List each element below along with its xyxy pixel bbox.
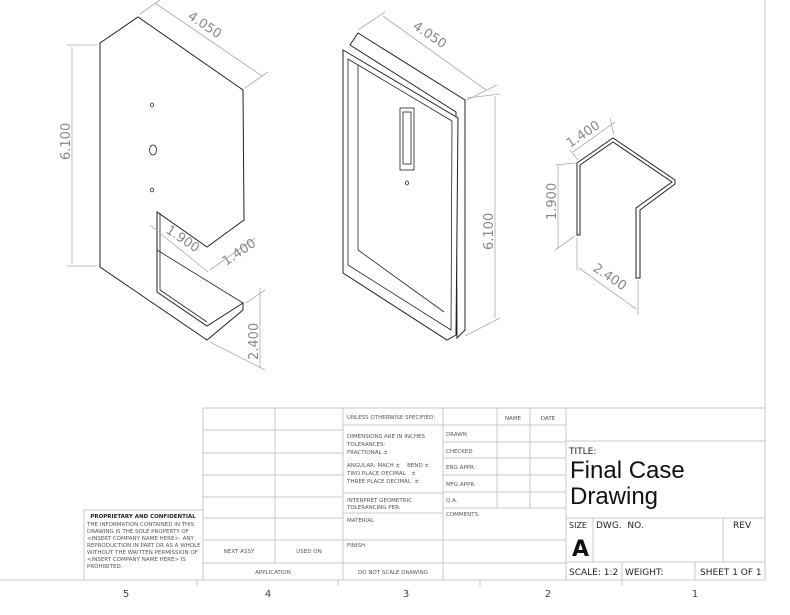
proprietary-line: <INSERT COMPANY NAME HERE>. ANY: [87, 536, 194, 542]
note-line: TWO PLACE DECIMAL ±: [346, 471, 416, 477]
title-label: TITLE:: [568, 447, 596, 457]
finish-label: FINISH: [347, 543, 365, 549]
dim-notch-depth: 1.400: [220, 236, 259, 269]
next-assy-label: NEXT ASSY: [224, 549, 255, 555]
weight-label: WEIGHT:: [625, 568, 664, 578]
title-block: UNLESS OTHERWISE SPECIFIED: DIMENSIONS A…: [83, 407, 766, 581]
role-mfg-appr: MFG APPR.: [446, 482, 476, 488]
proprietary-line: THE INFORMATION CONTAINED IN THIS: [86, 522, 195, 528]
proprietary-line: REPRODUCTION IN PART OR AS A WHOLE: [87, 543, 201, 549]
zone-markers: 5 4 3 2 1: [123, 580, 698, 600]
proprietary-line: <INSERT COMPANY NAME HERE> IS: [87, 557, 186, 563]
role-checked: CHECKED: [446, 449, 473, 455]
zone-3: 3: [403, 589, 409, 600]
dim-height: 6.100: [482, 213, 497, 250]
dim-flange: 2.400: [247, 323, 262, 360]
view-case-frame: 4.050 6.100: [342, 11, 501, 341]
note-line: ANGULAR: MACH ± BEND ±: [347, 463, 429, 469]
size-value: A: [572, 537, 589, 562]
interpret-line: TOLERANCING PER:: [346, 505, 401, 511]
zone-1: 1: [692, 589, 698, 600]
material-label: MATERIAL: [347, 518, 375, 524]
zone-2: 2: [545, 589, 551, 600]
note-line: FRACTIONAL ±: [347, 450, 388, 456]
view-back-plate: 6.100 4.050 1.900 1.400 2.400: [59, 0, 269, 371]
used-on-label: USED ON: [296, 549, 321, 555]
dim-width: 4.050: [410, 19, 449, 52]
dim-height: 1.900: [545, 183, 560, 220]
proprietary-line: WITHOUT THE WRITTEN PERMISSION OF: [87, 550, 198, 556]
scale-value: SCALE: 1:2: [569, 568, 618, 578]
note-line: THREE PLACE DECIMAL ±: [346, 479, 419, 485]
name-header: NAME: [505, 416, 522, 422]
role-drawn: DRAWN: [446, 432, 467, 438]
sheet-number: SHEET 1 OF 1: [700, 568, 762, 578]
proprietary-line: PROHIBITED.: [87, 564, 123, 570]
date-header: DATE: [541, 416, 556, 422]
note-line: TOLERANCES:: [346, 442, 386, 448]
zone-4: 4: [265, 589, 271, 600]
size-label: SIZE: [569, 521, 587, 530]
interpret-line: INTERPRET GEOMETRIC: [347, 498, 412, 504]
zone-5: 5: [123, 589, 129, 600]
role-eng-appr: ENG APPR.: [446, 465, 476, 471]
proprietary-line: DRAWING IS THE SOLE PROPERTY OF: [87, 529, 189, 535]
view-bracket: 1.400 1.900 2.400: [545, 117, 676, 315]
proprietary-title: PROPRIETARY AND CONFIDENTIAL: [90, 514, 196, 520]
dim-leg-b: 2.400: [590, 261, 629, 294]
note-line: DIMENSIONS ARE IN INCHES: [347, 434, 425, 440]
drawing-name: Final Case Drawing: [570, 457, 685, 510]
role-qa: Q.A.: [446, 498, 458, 504]
rev-label: REV: [733, 521, 752, 531]
comments-label: COMMENTS:: [446, 512, 480, 518]
application-label: APPLICATION: [255, 570, 291, 576]
unless-specified: UNLESS OTHERWISE SPECIFIED:: [347, 415, 435, 421]
dwg-no-label: DWG. NO.: [596, 521, 644, 531]
do-not-scale: DO NOT SCALE DRAWING: [358, 570, 428, 576]
dim-height: 6.100: [59, 123, 74, 160]
